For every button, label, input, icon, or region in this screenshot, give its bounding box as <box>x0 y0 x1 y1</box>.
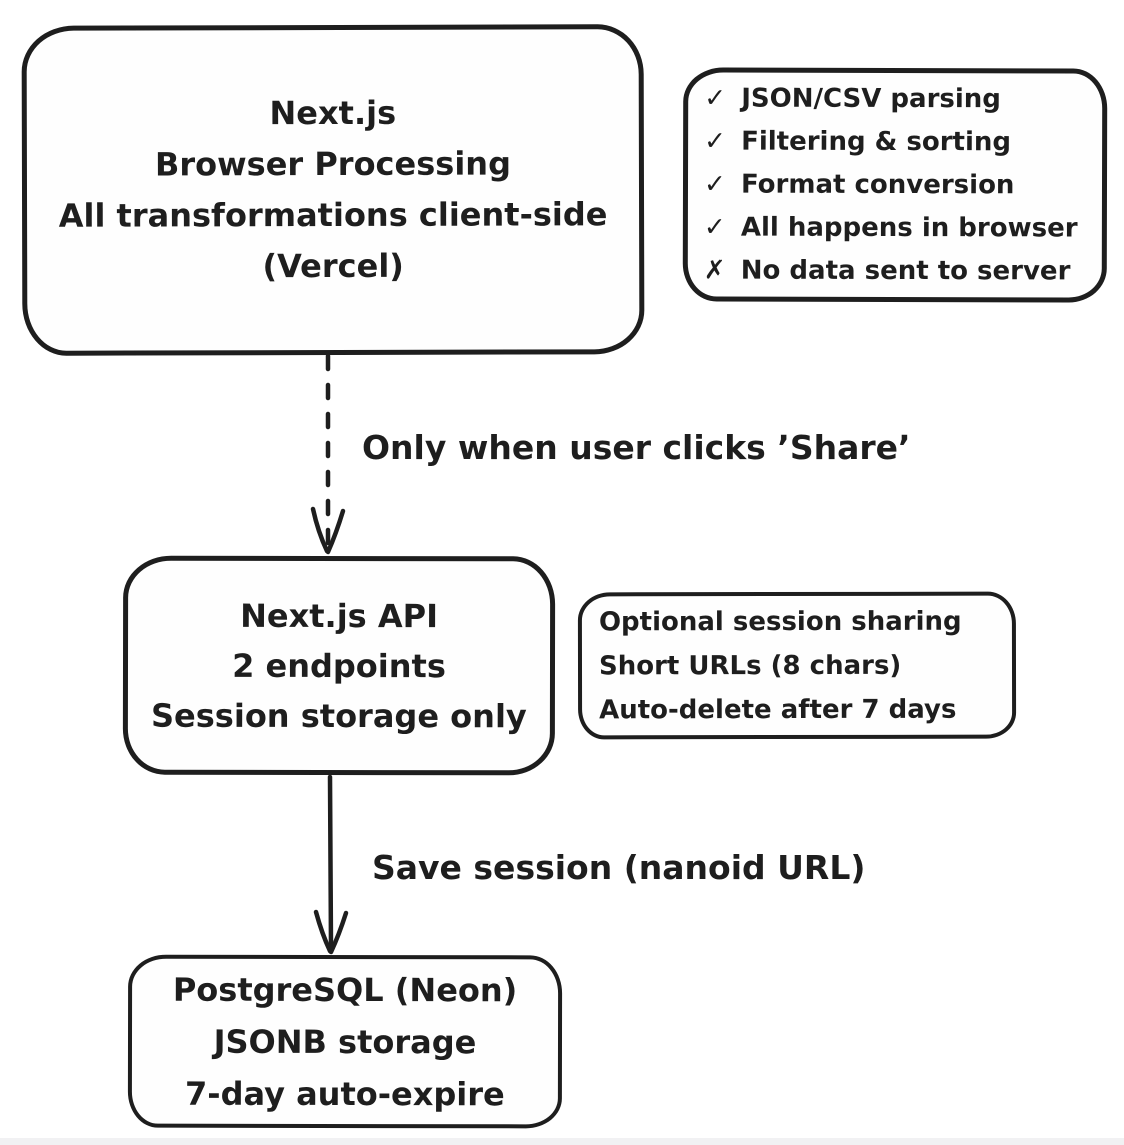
note-api-line: Optional session sharing <box>598 606 962 637</box>
node-db-line: JSONB storage <box>213 1022 477 1061</box>
check-icon: ✓ <box>703 211 726 243</box>
note-api-line: Auto-delete after 7 days <box>599 694 957 725</box>
node-browser-line: (Vercel) <box>262 246 404 286</box>
feature-label: No data sent to server <box>740 255 1071 286</box>
dashed-arrow-share <box>310 353 346 555</box>
node-browser-processing: Next.js Browser Processing All transform… <box>21 24 645 356</box>
feature-item: ✓ JSON/CSV parsing <box>704 77 1088 121</box>
check-icon: ✓ <box>703 169 726 200</box>
node-database: PostgreSQL (Neon) JSONB storage 7-day au… <box>127 954 563 1129</box>
check-icon: ✓ <box>704 126 726 157</box>
solid-arrow-save <box>313 774 349 955</box>
feature-label: Format conversion <box>740 169 1015 200</box>
node-browser-line: All transformations client-side <box>58 195 608 235</box>
feature-item: ✓ Format conversion <box>704 163 1088 207</box>
node-api-line: 2 endpoints <box>232 646 446 685</box>
edge-label-share: Only when user clicks ’Share’ <box>362 428 911 467</box>
node-api-line: Next.js API <box>240 596 439 635</box>
feature-label: JSON/CSV parsing <box>741 83 1001 114</box>
edge-label-save-session: Save session (nanoid URL) <box>372 848 866 887</box>
node-api: Next.js API 2 endpoints Session storage … <box>122 555 556 776</box>
feature-item: ✓ All happens in browser <box>704 206 1088 250</box>
feature-label: All happens in browser <box>740 212 1078 243</box>
node-api-line: Session storage only <box>150 696 527 735</box>
node-db-line: 7-day auto-expire <box>185 1074 505 1113</box>
cross-icon: ✗ <box>703 254 726 286</box>
note-api-line: Short URLs (8 chars) <box>598 650 902 681</box>
check-icon: ✓ <box>704 83 727 114</box>
feature-item: ✗ No data sent to server <box>704 249 1088 293</box>
note-browser-features: ✓ JSON/CSV parsing ✓ Filtering & sorting… <box>682 67 1108 303</box>
node-db-line: PostgreSQL (Neon) <box>172 970 518 1009</box>
screenshot-bottom-edge <box>0 1138 1124 1145</box>
node-browser-line: Next.js <box>269 93 397 133</box>
feature-item: ✓ Filtering & sorting <box>704 120 1088 164</box>
feature-label: Filtering & sorting <box>741 126 1012 157</box>
note-api-sharing: Optional session sharing Short URLs (8 c… <box>577 591 1017 740</box>
node-browser-line: Browser Processing <box>154 144 511 184</box>
